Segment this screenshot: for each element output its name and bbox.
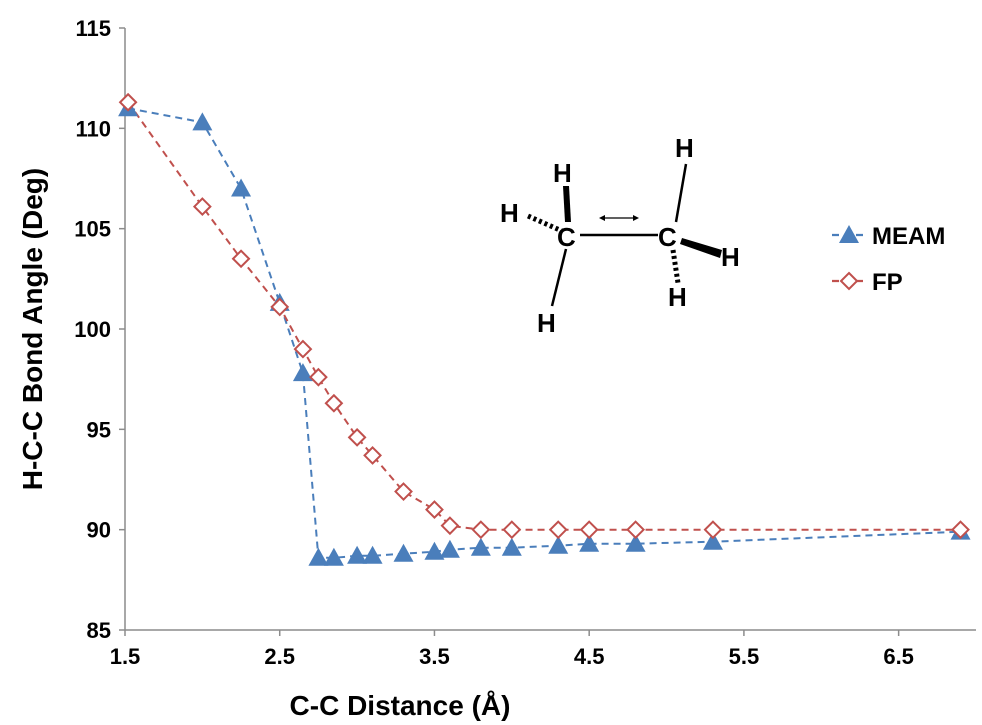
data-point-meam	[362, 545, 383, 564]
x-tick-label: 1.5	[110, 644, 141, 669]
data-point-meam	[424, 541, 445, 560]
x-axis-title: C-C Distance (Å)	[290, 690, 511, 721]
data-point-meam	[439, 539, 460, 558]
y-tick-label: 105	[74, 217, 111, 242]
data-point-meam	[292, 363, 313, 382]
diamond-marker-icon	[839, 271, 859, 291]
atom-h-left-bottom: H	[537, 308, 556, 338]
legend-item-fp: FP	[832, 269, 903, 296]
data-point-meam	[470, 537, 491, 556]
bond-hash-right-bottom	[670, 249, 681, 284]
arrow-head-left	[599, 215, 605, 221]
x-tick-label: 6.5	[883, 644, 914, 669]
data-point-fp	[270, 297, 290, 317]
data-point-meam	[347, 545, 368, 564]
data-point-fp	[347, 427, 367, 447]
ticks	[119, 27, 900, 636]
data-point-fp	[293, 339, 313, 359]
legend: MEAM FP	[832, 223, 945, 296]
data-point-fp	[192, 197, 212, 217]
atom-h-left: H	[500, 198, 519, 228]
atom-h-right-top: H	[675, 133, 694, 163]
data-point-meam	[702, 531, 723, 550]
x-tick-label: 3.5	[419, 644, 450, 669]
atom-h-left-top: H	[553, 158, 572, 188]
legend-label-fp: FP	[872, 269, 903, 296]
y-tick-labels: 85 90 95 100 105 110 115	[74, 16, 111, 643]
data-point-fp	[425, 500, 444, 520]
data-point-meam	[323, 547, 344, 566]
data-point-fp	[440, 516, 460, 536]
data-point-fp	[363, 446, 382, 465]
x-tick-label: 2.5	[264, 644, 295, 669]
y-tick-label: 115	[76, 16, 112, 41]
y-tick-label: 100	[74, 317, 111, 342]
data-point-fp	[951, 520, 970, 540]
x-tick-label: 5.5	[729, 644, 760, 669]
data-point-meam	[192, 112, 213, 131]
data-point-meam	[548, 535, 569, 554]
y-axis-title: H-C-C Bond Angle (Deg)	[17, 168, 48, 490]
series-markers	[118, 92, 971, 566]
y-tick-label: 110	[76, 116, 112, 141]
atom-c-left: C	[557, 222, 576, 252]
legend-item-meam: MEAM	[832, 223, 945, 250]
data-point-meam	[231, 178, 252, 197]
y-tick-label: 90	[87, 518, 111, 543]
data-point-meam	[501, 537, 522, 556]
data-point-fp	[394, 482, 413, 501]
bond-left-bottom	[550, 248, 568, 307]
atom-h-right: H	[721, 242, 740, 272]
x-tick-label: 4.5	[574, 644, 605, 669]
legend-label-meam: MEAM	[872, 223, 945, 250]
y-tick-label: 95	[87, 417, 111, 442]
y-tick-label: 85	[87, 618, 111, 643]
atom-c-right: C	[658, 222, 677, 252]
triangle-marker-icon	[839, 225, 859, 243]
data-point-fp	[579, 520, 599, 540]
x-tick-labels: 1.5 2.5 3.5 4.5 5.5 6.5	[110, 644, 914, 669]
data-point-meam	[579, 533, 600, 552]
data-point-meam	[308, 547, 329, 566]
bond-wedge-right	[680, 238, 722, 258]
data-point-fp	[548, 520, 568, 540]
data-point-fp	[502, 520, 522, 540]
ethane-molecule-diagram: H H H C C H H H	[500, 133, 740, 338]
data-point-fp	[118, 92, 138, 112]
bond-wedge-left-top	[563, 186, 571, 222]
bond-hash-left	[526, 213, 564, 234]
data-point-fp	[231, 249, 251, 269]
data-point-fp	[308, 367, 328, 387]
data-point-meam	[625, 533, 646, 552]
bond-right-top	[674, 163, 688, 223]
data-point-fp	[703, 520, 723, 540]
data-point-fp	[324, 393, 344, 413]
data-point-meam	[393, 543, 414, 562]
data-point-fp	[626, 520, 646, 540]
data-point-fp	[471, 520, 491, 540]
atom-h-right-bottom: H	[668, 282, 687, 312]
arrow-head-right	[633, 215, 639, 221]
